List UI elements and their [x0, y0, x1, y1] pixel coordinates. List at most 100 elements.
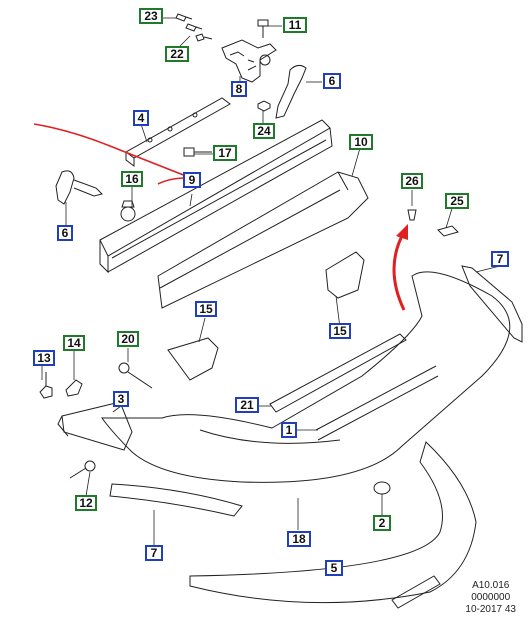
part-label-18: 18: [287, 531, 311, 547]
bolt-17: [183, 147, 212, 157]
valance-5: [189, 441, 477, 609]
part-label-3: 3: [113, 391, 129, 407]
part-label-box: [145, 545, 163, 561]
part-label-20: 20: [117, 331, 139, 347]
part-label-number: 23: [144, 9, 158, 23]
part-label-number: 26: [405, 174, 419, 188]
part-label-5: 5: [325, 560, 343, 576]
bracket-3: [57, 401, 133, 451]
part-label-box: [183, 172, 201, 188]
part-label-23: 23: [139, 8, 163, 24]
part-label-box: [325, 560, 343, 576]
part-label-number: 7: [151, 546, 158, 560]
part-label-number: 25: [450, 194, 464, 208]
trim-strip-21: [269, 333, 407, 413]
part-label-22: 22: [165, 46, 189, 62]
screw-13: [39, 372, 53, 399]
part-label-box: [75, 495, 97, 511]
part-label-box: [117, 331, 139, 347]
red-annotation-line: [33, 123, 187, 177]
part-label-box: [57, 225, 73, 241]
part-label-1: 1: [281, 422, 297, 438]
part-label-7: 7: [491, 251, 509, 267]
drawing-reference: A10.016 0000000 10-2017 43: [465, 580, 516, 616]
part-label-25: 25: [445, 193, 469, 209]
screw-22: [195, 33, 213, 42]
part-label-14: 14: [63, 335, 85, 351]
part-label-number: 20: [121, 332, 135, 346]
energy-absorber-10: [157, 171, 369, 309]
part-label-11: 11: [283, 17, 307, 33]
part-label-box: [165, 46, 189, 62]
part-label-box: [195, 301, 217, 317]
part-label-4: 4: [133, 110, 149, 126]
part-label-box: [113, 391, 129, 407]
clip-14: [65, 379, 83, 397]
part-label-box: [235, 397, 259, 413]
part-label-number: 24: [257, 124, 271, 138]
part-label-9: 9: [183, 172, 201, 188]
part-label-7: 7: [145, 545, 163, 561]
nut-24: [257, 100, 271, 112]
part-label-6: 6: [323, 73, 341, 89]
cap-2: [373, 481, 391, 495]
part-label-box: [231, 81, 247, 97]
bracket-8: [221, 39, 277, 83]
reinforcement-bar-4: [125, 97, 231, 167]
part-label-number: 4: [138, 111, 145, 125]
part-label-number: 1: [286, 423, 293, 437]
part-label-box: [329, 323, 351, 339]
part-label-box: [283, 17, 307, 33]
part-label-number: 3: [118, 392, 125, 406]
reference-number: 0000000: [471, 592, 511, 603]
part-label-number: 22: [170, 47, 184, 61]
part-label-box: [133, 110, 149, 126]
part-label-box: [445, 193, 469, 209]
bracket-6-left: [55, 170, 103, 205]
part-label-16: 16: [121, 171, 143, 187]
part-label-number: 15: [199, 302, 213, 316]
part-label-box: [491, 251, 509, 267]
part-label-number: 15: [333, 324, 347, 338]
bracket-15-left: [167, 337, 219, 381]
clip-26: [407, 209, 417, 221]
screw-23: [175, 13, 203, 32]
bolt-20: [118, 362, 153, 389]
part-label-15: 15: [329, 323, 351, 339]
part-label-2: 2: [373, 515, 391, 531]
part-label-number: 11: [289, 18, 302, 32]
part-label-12: 12: [75, 495, 97, 511]
part-label-number: 12: [79, 496, 93, 510]
part-label-6: 6: [57, 225, 73, 241]
trim-6-upper: [275, 64, 307, 119]
reference-date: 10-2017 43: [465, 604, 516, 615]
fastener-25: [437, 225, 459, 237]
part-label-number: 13: [37, 351, 51, 365]
bracket-15-right: [325, 251, 365, 299]
part-label-number: 14: [67, 336, 81, 350]
part-label-number: 18: [292, 532, 306, 546]
part-label-13: 13: [33, 350, 55, 366]
part-label-box: [33, 350, 55, 366]
part-label-number: 6: [62, 226, 69, 240]
part-label-number: 2: [379, 516, 386, 530]
part-label-number: 17: [218, 146, 232, 160]
part-label-number: 10: [354, 135, 368, 149]
part-label-box: [401, 173, 423, 189]
red-arrow-icon: [392, 224, 408, 311]
part-label-number: 8: [236, 82, 243, 96]
part-label-10: 10: [349, 134, 373, 150]
part-label-number: 16: [125, 172, 139, 186]
part-label-number: 21: [240, 398, 254, 412]
part-label-box: [63, 335, 85, 351]
part-label-number: 5: [331, 561, 338, 575]
part-label-21: 21: [235, 397, 259, 413]
part-label-15: 15: [195, 301, 217, 317]
reference-code: A10.016: [472, 580, 510, 591]
part-label-box: [373, 515, 391, 531]
part-label-box: [281, 422, 297, 438]
clip-16: [120, 200, 136, 222]
part-label-box: [139, 8, 163, 24]
part-label-box: [213, 145, 237, 161]
